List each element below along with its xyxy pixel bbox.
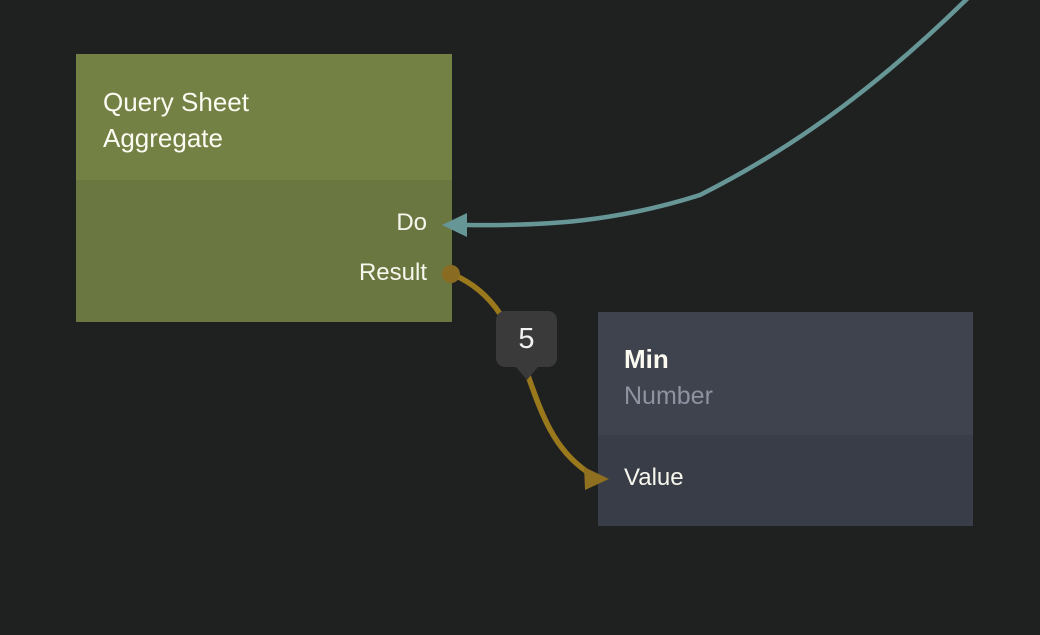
port-label-do: Do — [396, 209, 427, 236]
node-title: Query Sheet Aggregate — [103, 87, 249, 153]
wire-value-badge: 5 — [496, 311, 557, 367]
node-header[interactable]: Min Number — [598, 312, 973, 435]
node-min-number[interactable]: Min Number Value — [598, 312, 973, 526]
port-row-result[interactable]: Result — [101, 248, 427, 298]
node-title: Min — [624, 344, 669, 374]
node-header[interactable]: Query Sheet Aggregate — [76, 54, 452, 180]
node-body: Value — [598, 435, 973, 526]
port-label-result: Result — [358, 259, 427, 286]
port-row-value[interactable]: Value — [624, 453, 973, 503]
node-subtitle: Number — [624, 382, 713, 410]
node-body: Do Result — [76, 180, 452, 322]
port-label-value: Value — [624, 464, 684, 491]
node-query-sheet-aggregate[interactable]: Query Sheet Aggregate Do Result — [76, 54, 452, 322]
port-row-do[interactable]: Do — [101, 198, 427, 248]
wire-exec[interactable] — [463, 0, 978, 228]
